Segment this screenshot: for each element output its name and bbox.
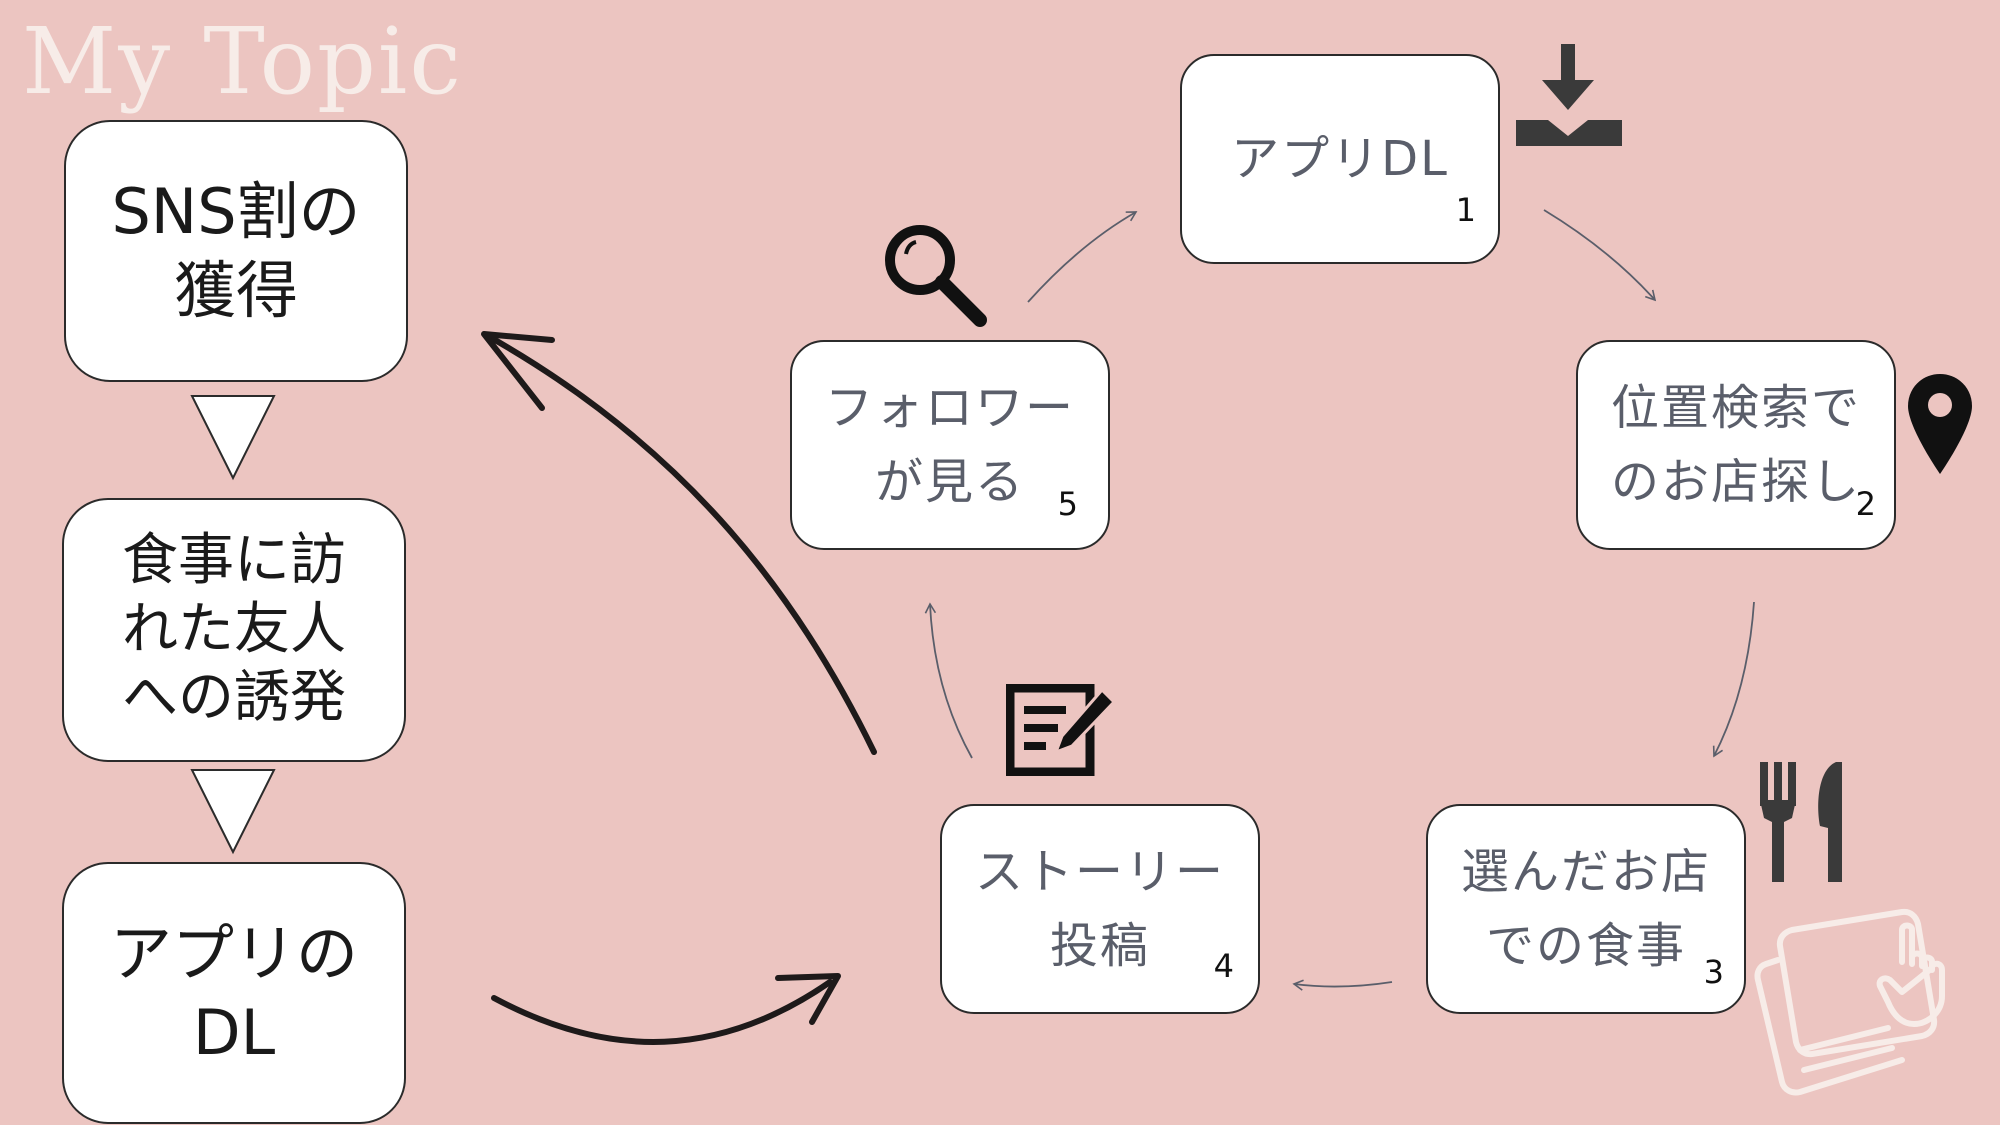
big-arrow-to-story [491, 979, 833, 1045]
cycle-step-followers-view: フォロワー が見る 5 [790, 340, 1110, 550]
step-number: 4 [1213, 947, 1236, 986]
down-triangle-icon [190, 769, 276, 855]
edit-note-icon [1006, 684, 1117, 776]
cycle-step-label: 位置検索で [1610, 379, 1861, 436]
cycle-step-label: での食事 [1485, 918, 1686, 974]
left-step-line: SNS割の [111, 174, 361, 248]
arrow-4-to-5 [924, 602, 973, 759]
fork-knife-icon [1760, 762, 1842, 882]
cycle-step-label: のお店探し [1610, 454, 1861, 510]
big-arrow-to-sns [485, 333, 877, 755]
search-icon [885, 225, 987, 327]
left-step-line: 獲得 [173, 254, 298, 327]
left-step-sns-discount: SNS割の 獲得 [64, 120, 408, 382]
step-number: 1 [1455, 191, 1478, 230]
arrow-1-to-2 [1543, 209, 1657, 302]
cycle-step-label: 選んだお店 [1460, 843, 1711, 900]
map-pin-icon [1908, 374, 1972, 474]
left-step-app-download: アプリの DL [62, 862, 406, 1124]
left-step-line: への誘発 [122, 665, 346, 731]
step-number: 3 [1703, 953, 1726, 992]
cycle-step-label: ストーリー [974, 843, 1225, 900]
cycle-step-location-search: 位置検索で のお店探し 2 [1576, 340, 1896, 550]
cycle-step-label: 投稿 [1049, 918, 1150, 974]
cycle-step-label: フォロワー [824, 379, 1075, 436]
arrow-3-to-4 [1292, 979, 1393, 991]
download-icon [1516, 44, 1622, 146]
left-step-line: DL [192, 996, 276, 1069]
step-number: 2 [1855, 485, 1878, 524]
left-step-line: アプリの [109, 916, 358, 990]
cycle-step-label: アプリDL [1231, 130, 1449, 187]
left-step-friend-invite: 食事に訪 れた友人 への誘発 [62, 498, 406, 762]
page-title: My Topic [22, 8, 463, 115]
arrow-2-to-3 [1712, 601, 1755, 758]
down-triangle-icon [190, 395, 276, 481]
tablet-tap-icon [1754, 908, 1945, 1096]
step-number: 5 [1057, 485, 1080, 524]
arrow-5-to-1 [1027, 211, 1138, 303]
left-step-line: 食事に訪 [122, 527, 346, 593]
left-step-line: れた友人 [122, 596, 346, 662]
cycle-step-label: が見る [874, 454, 1025, 510]
cycle-step-app-dl: アプリDL 1 [1180, 54, 1500, 264]
cycle-step-dining: 選んだお店 での食事 3 [1426, 804, 1746, 1014]
cycle-step-story-post: ストーリー 投稿 4 [940, 804, 1260, 1014]
